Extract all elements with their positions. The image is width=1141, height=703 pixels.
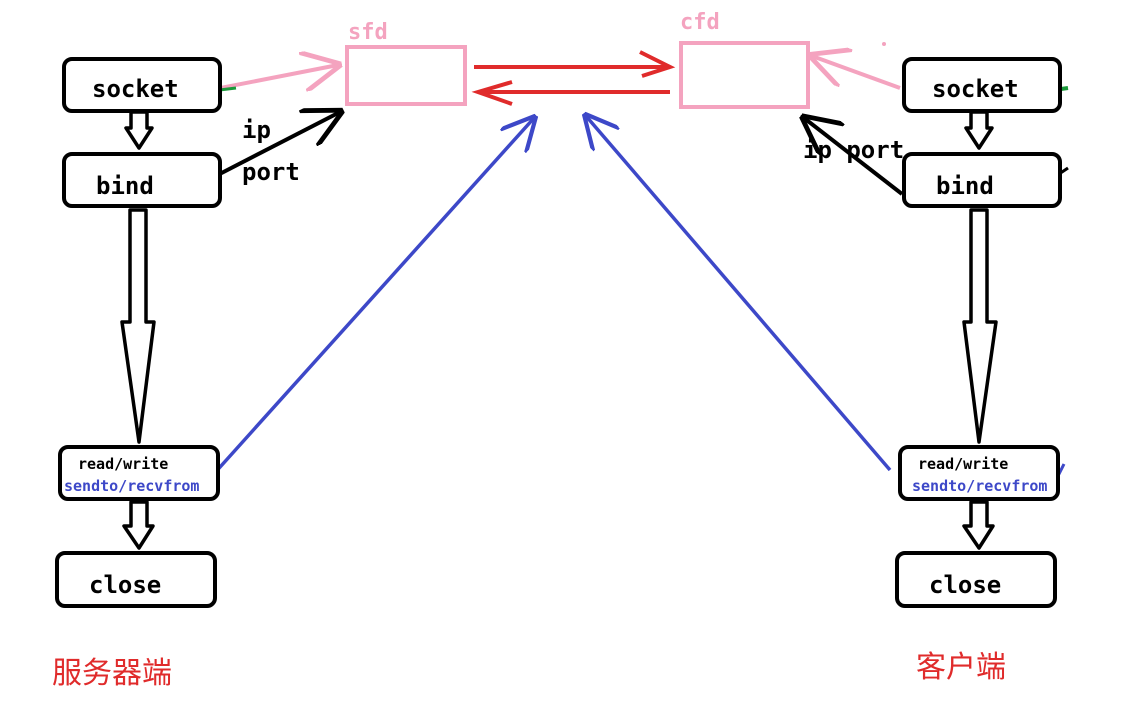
server-bind-to-sfd-arrow (207, 112, 340, 182)
client-sendto-to-cfd-arrow (586, 116, 892, 472)
client-rw-box: read/write sendto/recvfrom (898, 445, 1060, 501)
server-flow-arrow-bind-rw (120, 208, 156, 444)
server-socket-box: socket (62, 57, 222, 113)
client-sendto-label: sendto/recvfrom (912, 477, 1048, 495)
client-flow-arrow-socket-bind (964, 110, 994, 150)
client-ip-port-label: ip port (803, 136, 905, 164)
server-socket-label: socket (92, 75, 179, 103)
client-socket-box: socket (902, 57, 1062, 113)
client-socket-to-cfd-arrow (812, 56, 901, 90)
server-sendto-label: sendto/recvfrom (64, 477, 200, 495)
client-flow-arrow-rw-close (962, 500, 995, 550)
client-close-label: close (929, 571, 1002, 599)
server-ip-label: ip (242, 116, 271, 144)
server-rw-box: read/write sendto/recvfrom (58, 445, 220, 501)
client-bind-box: bind (902, 152, 1062, 208)
client-rw-label: read/write (918, 455, 1009, 473)
server-bind-box: bind (62, 152, 222, 208)
client-flow-arrow-bind-rw (962, 208, 998, 444)
server-rw-label: read/write (78, 455, 169, 473)
client-bind-label: bind (936, 172, 994, 200)
client-bind-to-cfd-arrow (804, 118, 904, 196)
sfd-box (345, 45, 467, 106)
client-caption: 客户端 (916, 650, 1006, 685)
server-bind-label: bind (96, 172, 154, 200)
server-close-box: close (55, 551, 217, 608)
server-socket-to-sfd-arrow (199, 65, 338, 94)
cfd-box (679, 41, 810, 109)
pink-dot (882, 42, 886, 46)
server-flow-arrow-rw-close (122, 500, 155, 550)
server-flow-arrow-socket-bind (124, 110, 154, 150)
client-close-box: close (895, 551, 1057, 608)
cfd-to-sfd-arrow (471, 80, 670, 106)
server-caption: 服务器端 (52, 656, 172, 691)
sfd-to-cfd-arrow (474, 50, 676, 78)
server-close-label: close (89, 571, 162, 599)
server-port-label: port (242, 158, 300, 186)
sfd-label: sfd (348, 20, 388, 45)
cfd-label: cfd (680, 10, 720, 35)
client-socket-label: socket (932, 75, 1019, 103)
server-sendto-to-sfd-arrow (210, 118, 534, 478)
